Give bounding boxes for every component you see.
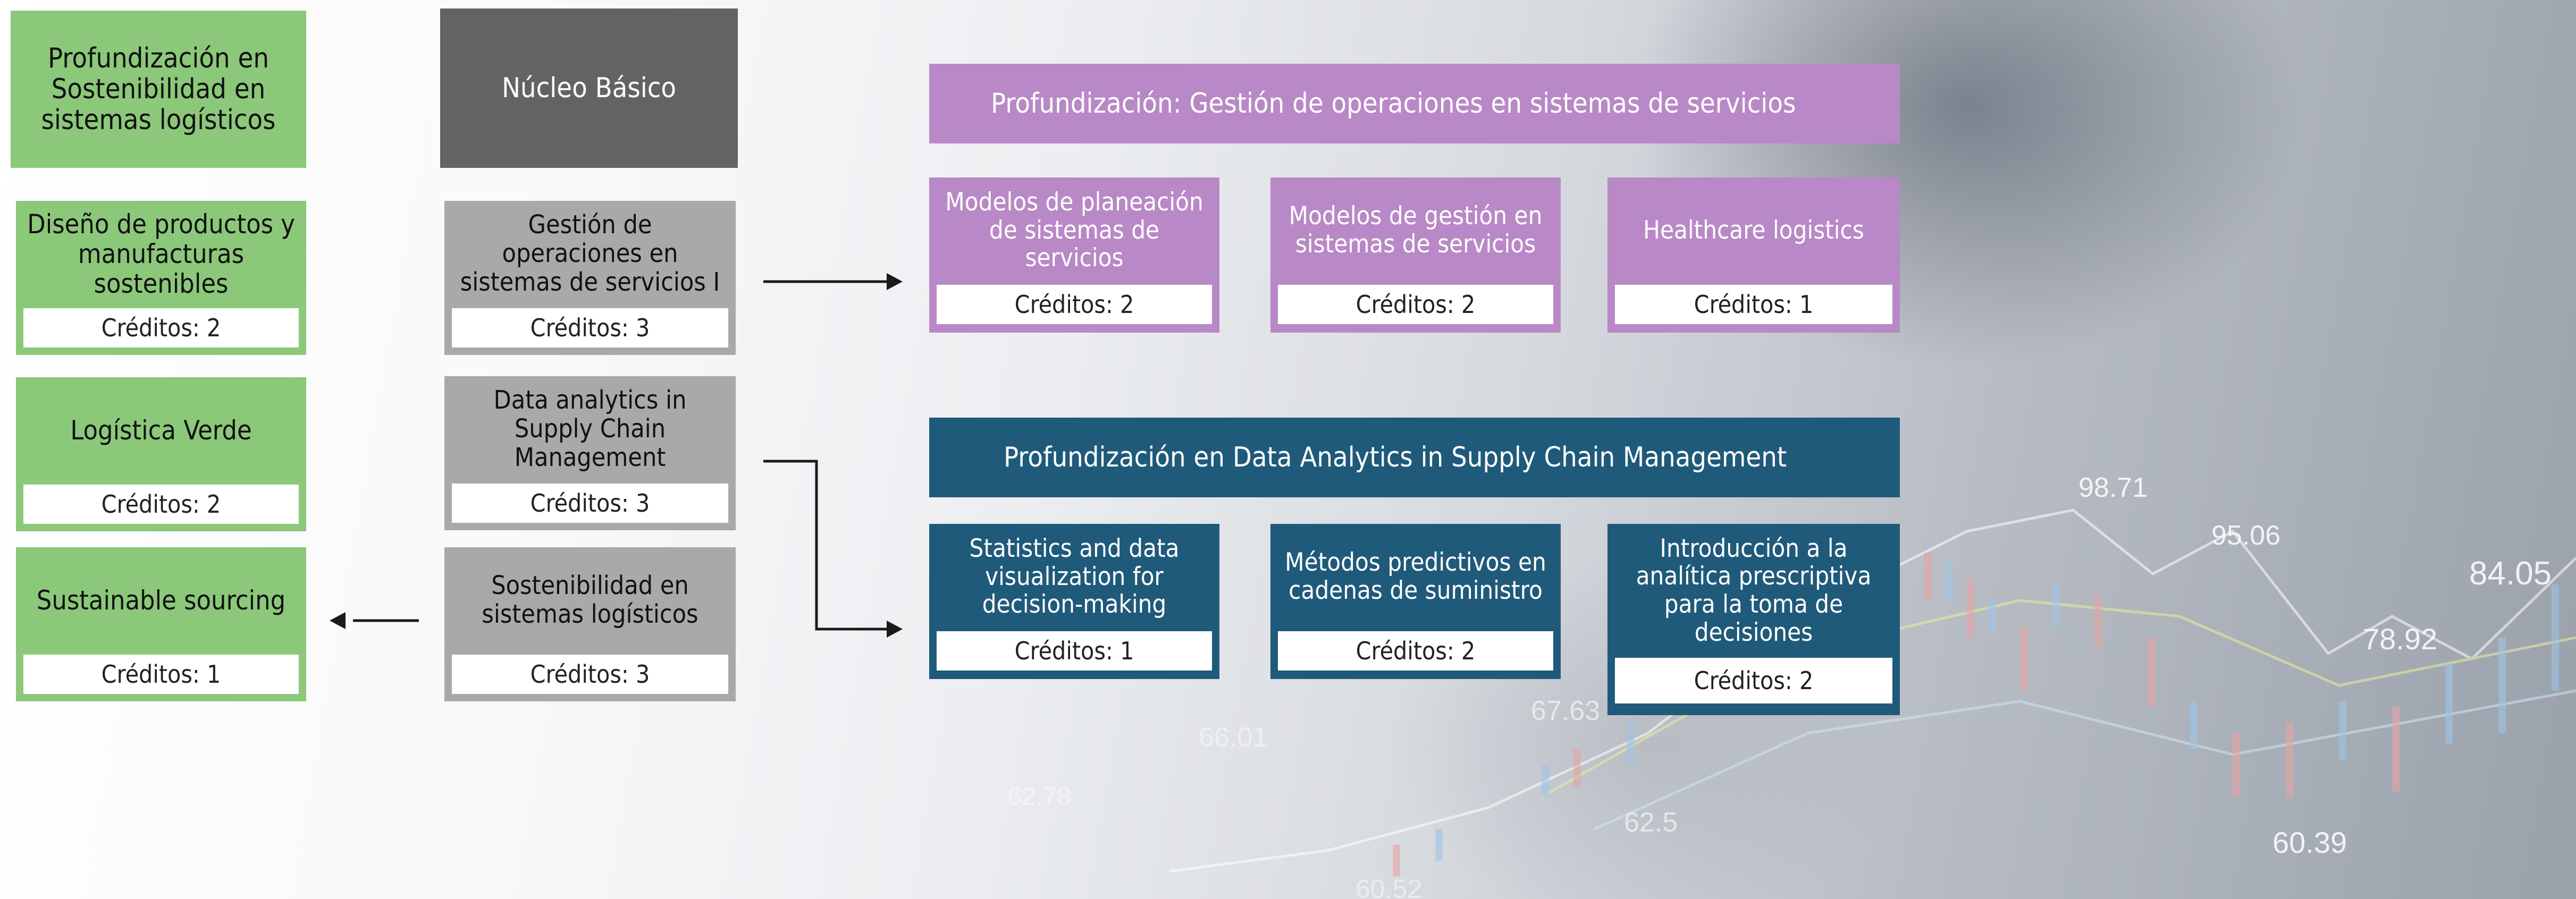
course-title: Gestión de operaciones en sistemas de se…: [460, 210, 720, 297]
course-card-data-analytics: Data analytics in Supply Chain Managemen…: [444, 376, 736, 530]
bg-number: 84.05: [2469, 555, 2552, 592]
course-card-healthcare-logistics: Healthcare logistics Créditos: 1: [1607, 177, 1900, 333]
course-title: Healthcare logistics: [1643, 215, 1864, 245]
course-credits: Créditos: 2: [1615, 658, 1892, 703]
sostenibilidad-header-title: Profundización en Sostenibilidad en sist…: [41, 42, 276, 137]
course-card-sostenibilidad-sistemas: Sostenibilidad en sistemas logísticos Cr…: [444, 547, 736, 701]
course-title: Métodos predictivos en cadenas de sumini…: [1285, 548, 1546, 605]
nucleo-basico-title: Núcleo Básico: [501, 72, 677, 104]
course-credits: Créditos: 3: [452, 308, 728, 347]
bg-number: 62.5: [1624, 807, 1678, 838]
course-credits: Créditos: 2: [937, 285, 1212, 324]
bg-number: 60.52: [1356, 874, 1422, 899]
course-card-metodos-predictivos: Métodos predictivos en cadenas de sumini…: [1270, 524, 1561, 679]
course-card-sustainable-sourcing: Sustainable sourcing Créditos: 1: [16, 547, 306, 701]
arrow-analytics-to-profundizacion: [763, 460, 891, 631]
course-title: Statistics and data visualization for de…: [969, 534, 1180, 620]
bg-number: 67.63: [1531, 696, 1600, 726]
course-title: Sustainable sourcing: [36, 585, 286, 616]
course-card-diseno-productos: Diseño de productos y manufacturas soste…: [16, 201, 306, 355]
course-credits: Créditos: 2: [23, 485, 299, 524]
course-title: Modelos de gestión en sistemas de servic…: [1289, 201, 1543, 259]
course-credits: Créditos: 2: [23, 308, 299, 347]
course-title: Data analytics in Supply Chain Managemen…: [493, 385, 687, 472]
bg-number: 95.06: [2211, 520, 2280, 551]
course-credits: Créditos: 3: [452, 655, 728, 694]
course-card-gestion-operaciones: Gestión de operaciones en sistemas de se…: [444, 201, 736, 355]
analytics-header: Profundización en Data Analytics in Supp…: [929, 418, 1900, 497]
bg-number: 66.01: [1199, 722, 1268, 753]
course-card-logistica-verde: Logística Verde Créditos: 2: [16, 377, 306, 531]
bg-moving-average-2: [1594, 689, 2576, 830]
arrowhead: [887, 273, 903, 290]
course-title: Introducción a la analítica prescriptiva…: [1636, 533, 1872, 647]
course-card-statistics-visualization: Statistics and data visualization for de…: [929, 524, 1219, 679]
bg-number: 78.92: [2363, 622, 2437, 656]
course-card-analitica-prescriptiva: Introducción a la analítica prescriptiva…: [1607, 524, 1900, 715]
course-credits: Créditos: 2: [1278, 285, 1553, 324]
bg-number: 60.39: [2272, 826, 2347, 859]
bg-candles: [1393, 553, 2559, 877]
analytics-header-title: Profundización en Data Analytics in Supp…: [1004, 442, 1787, 473]
course-credits: Créditos: 1: [1615, 285, 1892, 324]
course-title: Sostenibilidad en sistemas logísticos: [482, 571, 698, 629]
bg-trend-line: [1169, 508, 2576, 873]
course-title: Modelos de planeación de sistemas de ser…: [945, 188, 1203, 273]
nucleo-basico-header: Núcleo Básico: [440, 9, 738, 168]
course-credits: Créditos: 1: [937, 631, 1212, 671]
arrowhead: [330, 612, 346, 629]
bg-number: 62.78: [1007, 783, 1071, 811]
arrowhead: [887, 621, 903, 638]
servicios-header-title: Profundización: Gestión de operaciones e…: [991, 88, 1796, 120]
sostenibilidad-header: Profundización en Sostenibilidad en sist…: [11, 11, 306, 168]
course-card-modelos-planeacion: Modelos de planeación de sistemas de ser…: [929, 177, 1219, 333]
course-credits: Créditos: 2: [1278, 631, 1553, 671]
course-credits: Créditos: 1: [23, 655, 299, 694]
bg-number: 98.71: [2078, 472, 2148, 503]
course-card-modelos-gestion: Modelos de gestión en sistemas de servic…: [1270, 177, 1561, 333]
course-title: Logística Verde: [70, 415, 252, 446]
servicios-header: Profundización: Gestión de operaciones e…: [929, 64, 1900, 143]
course-title: Diseño de productos y manufacturas soste…: [27, 209, 295, 299]
course-credits: Créditos: 3: [452, 484, 728, 523]
